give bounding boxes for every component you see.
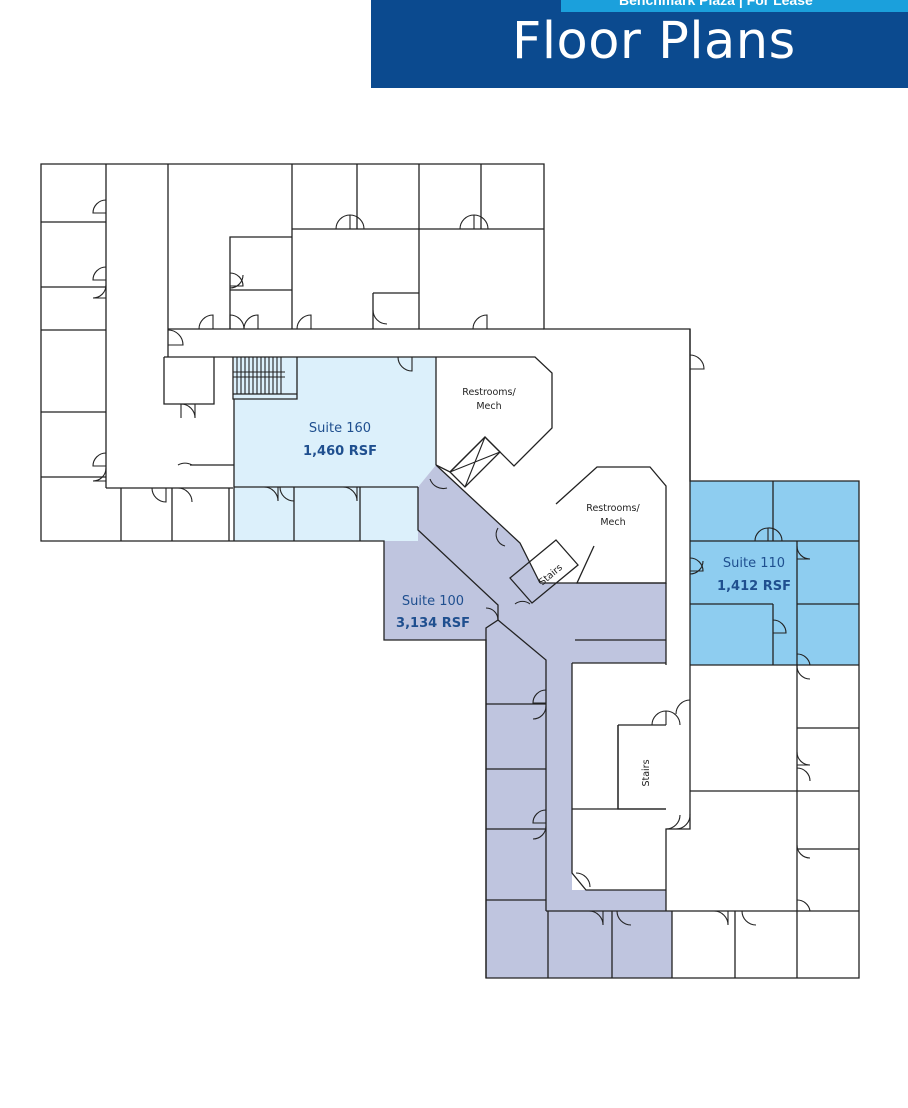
suite-110-name: Suite 110 — [723, 556, 785, 571]
stair-left-icon — [233, 357, 297, 395]
suite-110-area-label: 1,412 RSF — [717, 579, 791, 594]
elevator-icon — [449, 436, 501, 488]
stairs-slab-1 — [509, 539, 579, 604]
suite-110-walls — [690, 481, 859, 665]
suite-100-area-label: 3,134 RSF — [396, 616, 470, 631]
property-line: Benchmark Plaza | For Lease — [619, 0, 813, 8]
restrooms-label-1-line2: Mech — [476, 401, 501, 412]
suite-160-area-label: 1,460 RSF — [303, 444, 377, 459]
suite-160-area[interactable] — [234, 357, 436, 541]
page-title: Floor Plans — [512, 12, 796, 71]
suite-160-walls — [233, 357, 437, 541]
stairs-label-2: Stairs — [641, 759, 652, 786]
suite-100-name: Suite 100 — [402, 594, 464, 609]
restrooms-label-2-line1: Restrooms/ — [586, 503, 640, 514]
header-subtitle-strip: Benchmark Plaza | For Lease — [561, 0, 908, 12]
restrooms-label-1-line1: Restrooms/ — [462, 387, 516, 398]
right-wing-walls — [485, 329, 859, 978]
left-wing-walls — [41, 164, 544, 541]
suite-100-area[interactable] — [384, 465, 672, 978]
suite-110-area[interactable] — [690, 481, 859, 665]
header-banner — [371, 0, 908, 88]
restrooms-label-2-line2: Mech — [600, 517, 625, 528]
stairs-slab-2 — [617, 725, 666, 810]
door-swings — [92, 199, 811, 926]
suite-160-name: Suite 160 — [309, 421, 371, 436]
